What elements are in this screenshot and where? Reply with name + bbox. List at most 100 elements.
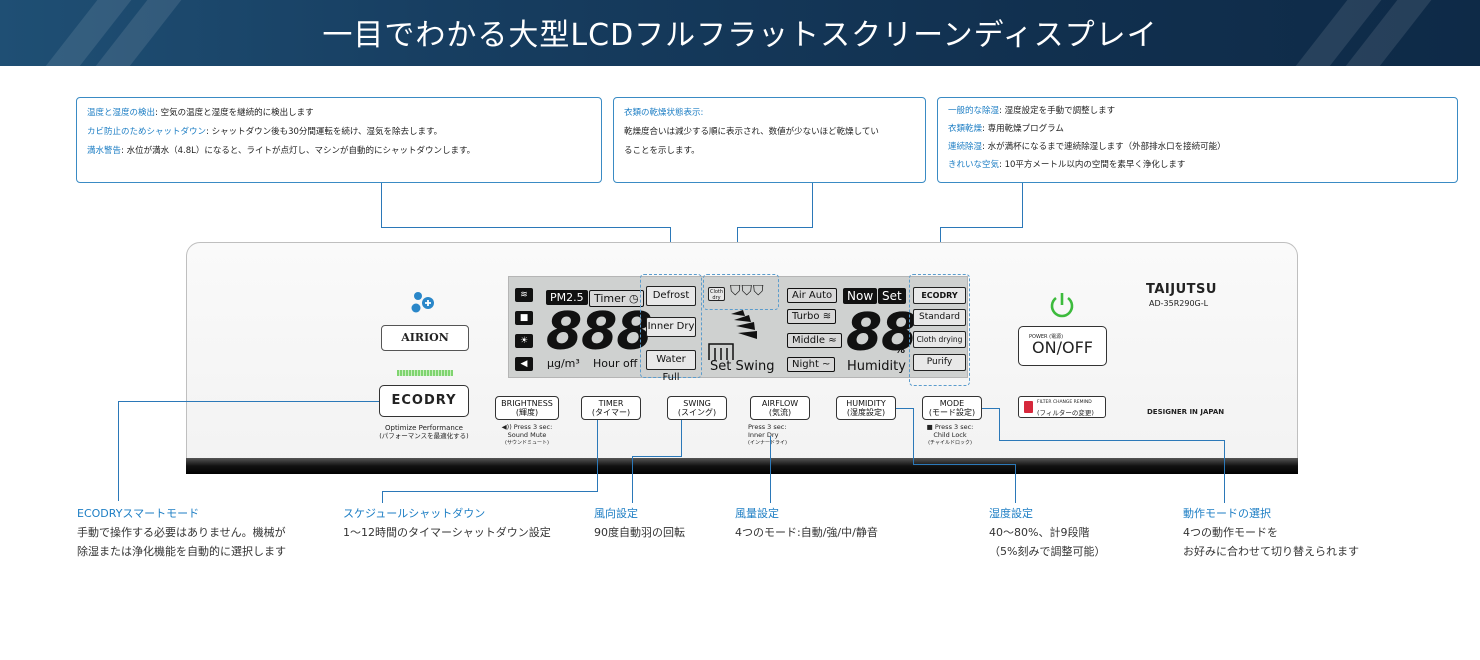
light-bulb-icon: ☀ [515, 334, 533, 348]
cloth-dry-indicator: Cloth dry [708, 287, 725, 301]
connector-line [1022, 183, 1024, 227]
annotation-humidity: 湿度設定 40～80%、計9段階 （5%刻みで調整可能） [989, 507, 1106, 558]
digits-right: 88 [846, 303, 917, 363]
wind-icon: ≈ [825, 335, 837, 346]
digits-left: 888 [546, 302, 653, 362]
connector-line [737, 227, 813, 229]
percent-label: % [895, 345, 906, 356]
inner-dry-indicator: Inner Dry [646, 317, 696, 337]
lock-icon: ■ [926, 423, 935, 431]
lock-icon: ■ [515, 311, 533, 325]
connector-line [597, 420, 599, 492]
clock-icon: ◷ [625, 292, 639, 305]
annotation-ecodry: ECODRYスマートモード 手動で操作する必要はありません。機械が 除湿または浄… [77, 507, 286, 558]
annotation-mode: 動作モードの選択 4つの動作モードを お好みに合わせて切り替えられます [1183, 507, 1359, 558]
annotation-airflow: 風量設定 4つのモード:自動/強/中/静音 [735, 507, 878, 539]
model-number: AD-35R290G-L [1149, 299, 1209, 308]
mode-cloth-drying-indicator: Cloth drying [913, 331, 966, 348]
header-banner: 一目でわかる大型LCDフルフラットスクリーンディスプレイ [0, 0, 1480, 66]
callout-middle: 衣類の乾燥状態表示: 乾燥度合いは減少する順に表示され、数値が少ないほど乾燥して… [613, 97, 926, 183]
connector-line [381, 183, 383, 227]
airflow-caption: Press 3 sec: Inner Dry (インナードライ) [748, 423, 787, 446]
ecodry-caption: Optimize Performance (パフォーマンスを最適化する) [379, 424, 469, 440]
middle-indicator: Middle ≈ [787, 333, 842, 348]
turbo-indicator: Turbo ≋ [787, 309, 837, 324]
night-indicator: Night ~ [787, 357, 836, 372]
callout-line: 乾燥度合いは減少する順に表示され、数値が少ないほど乾燥してい [624, 127, 879, 137]
mode-standard-indicator: Standard [913, 309, 966, 326]
connector-line [1224, 440, 1226, 503]
callout-line: カビ防止のためシャットダウン: シャットダウン後も30分間運転を続け、湿気を除去… [87, 127, 443, 137]
speaker-icon: ◀)) [501, 423, 514, 431]
connector-line [982, 408, 1000, 410]
connector-line [382, 491, 598, 493]
callout-line: きれいな空気: 10平方メートル以内の空間を素早く浄化します [948, 160, 1186, 170]
timer-label: Timer ◷ [589, 290, 644, 307]
connector-line [632, 456, 682, 458]
callout-line: 温度と湿度の検出: 空気の温度と湿度を継続的に検出します [87, 108, 314, 118]
callout-line: ることを示します。 [624, 146, 700, 156]
timer-button[interactable]: TIMER(タイマー) [581, 396, 641, 420]
airflow-button[interactable]: AIRFLOW(気流) [750, 396, 810, 420]
humidity-label: Humidity [847, 359, 906, 374]
set-label: Set [878, 288, 906, 304]
connector-line [896, 408, 914, 410]
filter-remind-indicator: FILTER CHANGE REMIND (フィルターの変更) [1018, 396, 1106, 418]
airion-badge: AIRION [381, 325, 469, 351]
filter-label: (フィルターの変更) [1037, 409, 1094, 417]
brand-logo: TAIJUTSU [1146, 282, 1217, 297]
designer-label: DESIGNER IN JAPAN [1147, 408, 1225, 416]
mode-button[interactable]: MODE(モード設定) [922, 396, 982, 420]
now-label: Now [843, 288, 878, 304]
connector-line [382, 491, 384, 503]
humidity-button[interactable]: HUMIDITY(湿度設定) [836, 396, 896, 420]
wifi-icon: ≋ [515, 288, 533, 302]
brightness-button[interactable]: BRIGHTNESS(輝度) [495, 396, 559, 420]
callout-line: 一般的な除湿: 湿度設定を手動で調整します [948, 106, 1116, 116]
connector-line [681, 420, 683, 457]
connector-line [118, 401, 120, 501]
water-full-indicator: Water Full [646, 350, 696, 383]
connector-line [940, 227, 1023, 229]
brightness-caption: ◀)) Press 3 sec: Sound Mute (サウンドミュート) [501, 423, 553, 446]
connector-line [913, 408, 915, 465]
sound-icon: ◀ [515, 357, 533, 371]
callout-line: 連続除湿: 水が満杯になるまで連続除湿します（外部排水口を接続可能） [948, 142, 1226, 152]
connector-line [913, 464, 1016, 466]
hour-off-label: Hour off [593, 357, 638, 370]
filter-small-label: FILTER CHANGE REMIND [1037, 400, 1092, 405]
mode-purify-indicator: Purify [913, 354, 966, 371]
power-button[interactable]: POWER (電源) ON/OFF [1018, 326, 1107, 366]
panel-base [186, 458, 1298, 474]
air-auto-indicator: Air Auto [787, 288, 838, 303]
mode-caption: ■ Press 3 sec: Child Lock (チャイルドロック) [926, 423, 974, 446]
shirt-icon: ⛉⛉⛉ [730, 283, 765, 299]
set-swing-label: Set Swing [710, 359, 775, 374]
callout-line: 満水警告: 水位が満水（4.8L）になると、ライトが点灯し、マシンが自動的にシャ… [87, 146, 476, 156]
connector-line [381, 227, 671, 229]
annotation-schedule: スケジュールシャットダウン 1～12時間のタイマーシャットダウン設定 [343, 507, 551, 539]
airion-logo-icon [410, 290, 438, 320]
connector-line [999, 408, 1001, 441]
unit-label: μg/m³ [547, 357, 580, 370]
wind-icon: ~ [818, 359, 831, 370]
connector-line [999, 440, 1225, 442]
connector-line [1015, 464, 1017, 503]
power-label: ON/OFF [1032, 338, 1093, 357]
callout-line: 衣類乾燥: 専用乾燥プログラム [948, 124, 1064, 134]
defrost-indicator: Defrost [646, 286, 696, 306]
status-group [640, 274, 702, 378]
connector-line [118, 401, 379, 403]
swing-button[interactable]: SWING(スイング) [667, 396, 727, 420]
banner-title: 一目でわかる大型LCDフルフラットスクリーンディスプレイ [322, 18, 1158, 53]
connector-line [812, 183, 814, 227]
mode-ecodry-indicator: ECODRY [913, 287, 966, 304]
connector-line [770, 436, 772, 503]
connector-line [632, 456, 634, 503]
callout-right: 一般的な除湿: 湿度設定を手動で調整します 衣類乾燥: 専用乾燥プログラム 連続… [937, 97, 1458, 183]
mode-group [909, 274, 970, 386]
filter-icon [1024, 401, 1033, 413]
pm25-label: PM2.5 [546, 290, 588, 305]
ecodry-button[interactable]: ECODRY [379, 385, 469, 417]
annotation-swing: 風向設定 90度自動羽の回転 [594, 507, 685, 539]
